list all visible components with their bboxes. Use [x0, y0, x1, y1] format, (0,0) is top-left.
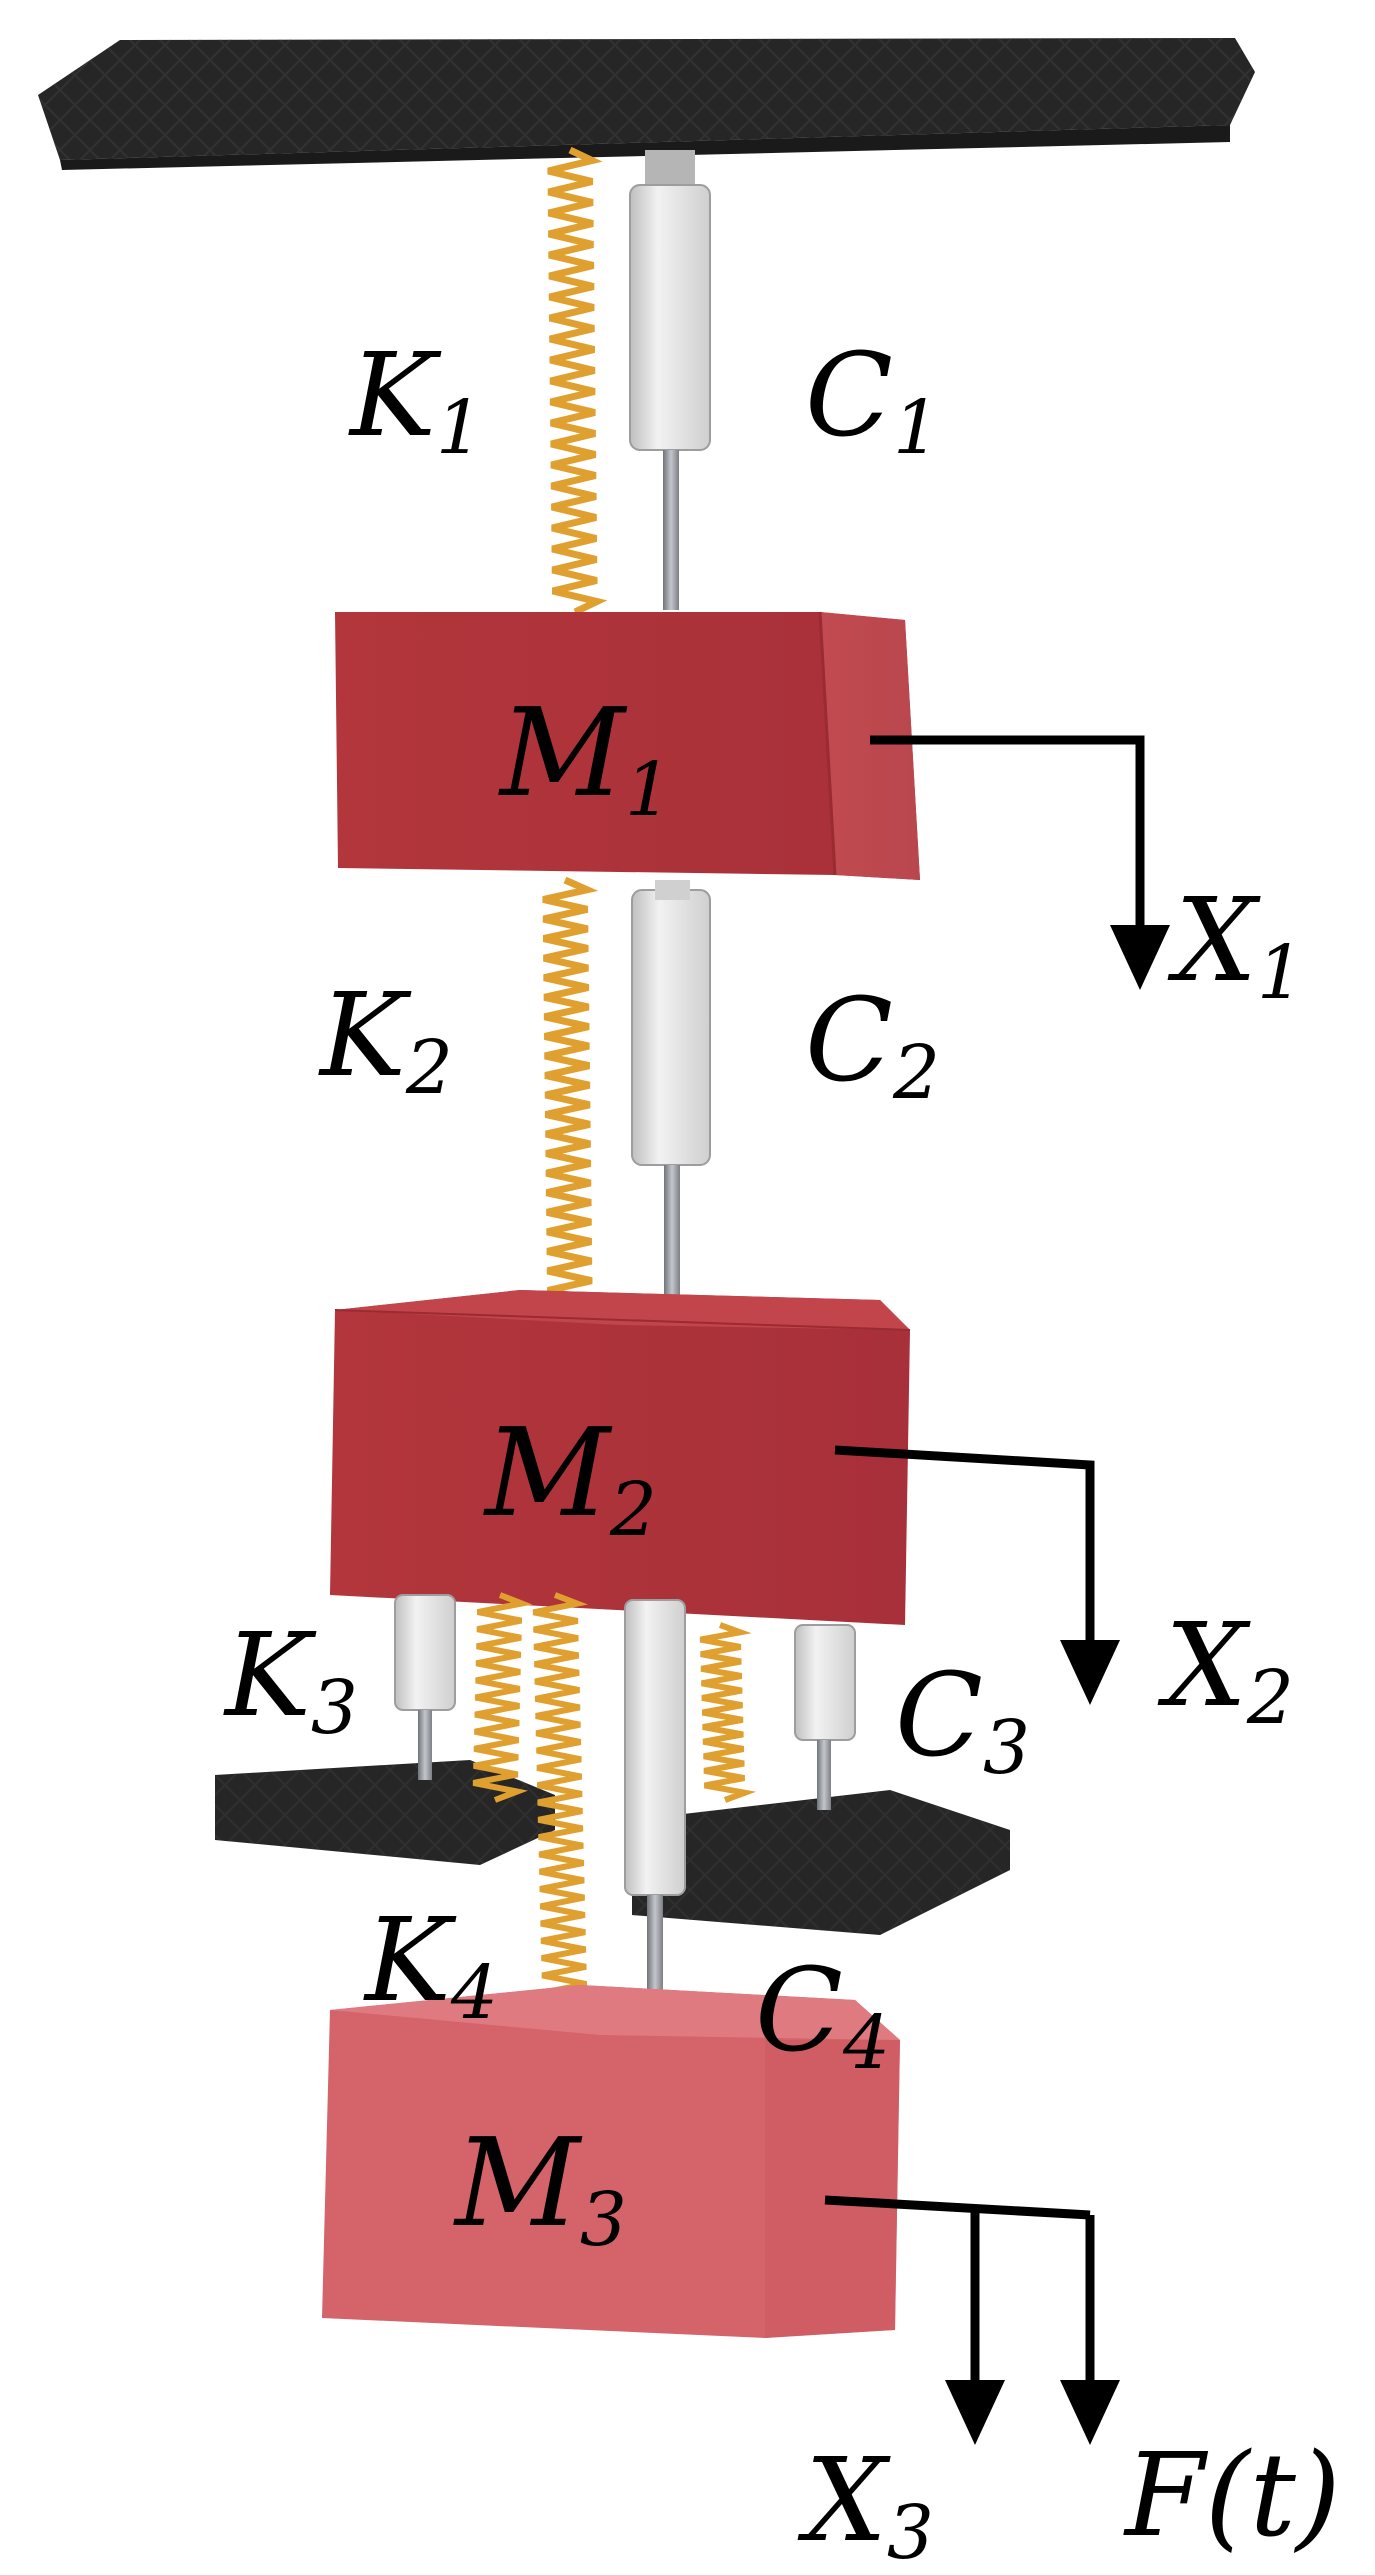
label-k3: K3	[223, 1609, 358, 1751]
damper-c2	[631, 880, 711, 1315]
label-m3: M3	[453, 2112, 627, 2263]
damper-c4	[624, 1599, 686, 2025]
mass-m2	[330, 1290, 911, 1625]
spring-k3	[472, 1592, 533, 1803]
ceiling-plate	[38, 38, 1255, 170]
label-k4: K4	[363, 1894, 498, 2036]
label-x1: X1	[1167, 874, 1304, 1016]
spring-right-small	[699, 1622, 757, 1803]
label-c4: C4	[755, 1944, 890, 2086]
left-pad	[215, 1760, 555, 1865]
label-k2: K2	[318, 969, 453, 1111]
label-x3: X3	[797, 2434, 934, 2575]
spring-k2	[542, 876, 604, 1314]
mass-m1	[335, 611, 920, 880]
arrow-x3	[824, 2195, 1095, 2390]
label-force: F(t)	[1123, 2429, 1341, 2563]
arrow-x3-head	[945, 2380, 1005, 2445]
label-x2: X2	[1157, 1599, 1294, 1741]
arrow-x1-head	[1110, 925, 1170, 990]
damper-c1	[629, 150, 711, 610]
arrow-x2-head	[1060, 1640, 1120, 1705]
right-pad	[632, 1790, 1010, 1935]
label-m1: M1	[498, 682, 672, 833]
label-c3: C3	[895, 1649, 1030, 1791]
arrow-x2	[834, 1445, 1095, 1650]
arrow-x1	[870, 735, 1145, 935]
label-k1: K1	[348, 329, 483, 471]
label-c2: C2	[805, 974, 940, 1116]
damper-c3	[794, 1624, 856, 1810]
mass-m3	[322, 1985, 900, 2338]
label-c1: C1	[805, 329, 940, 471]
spring-k1	[547, 146, 608, 616]
arrow-force-head	[1060, 2380, 1120, 2445]
damper-left-small	[394, 1594, 456, 1780]
label-m2: M2	[483, 1402, 657, 1553]
spring-k4	[532, 1592, 598, 2013]
